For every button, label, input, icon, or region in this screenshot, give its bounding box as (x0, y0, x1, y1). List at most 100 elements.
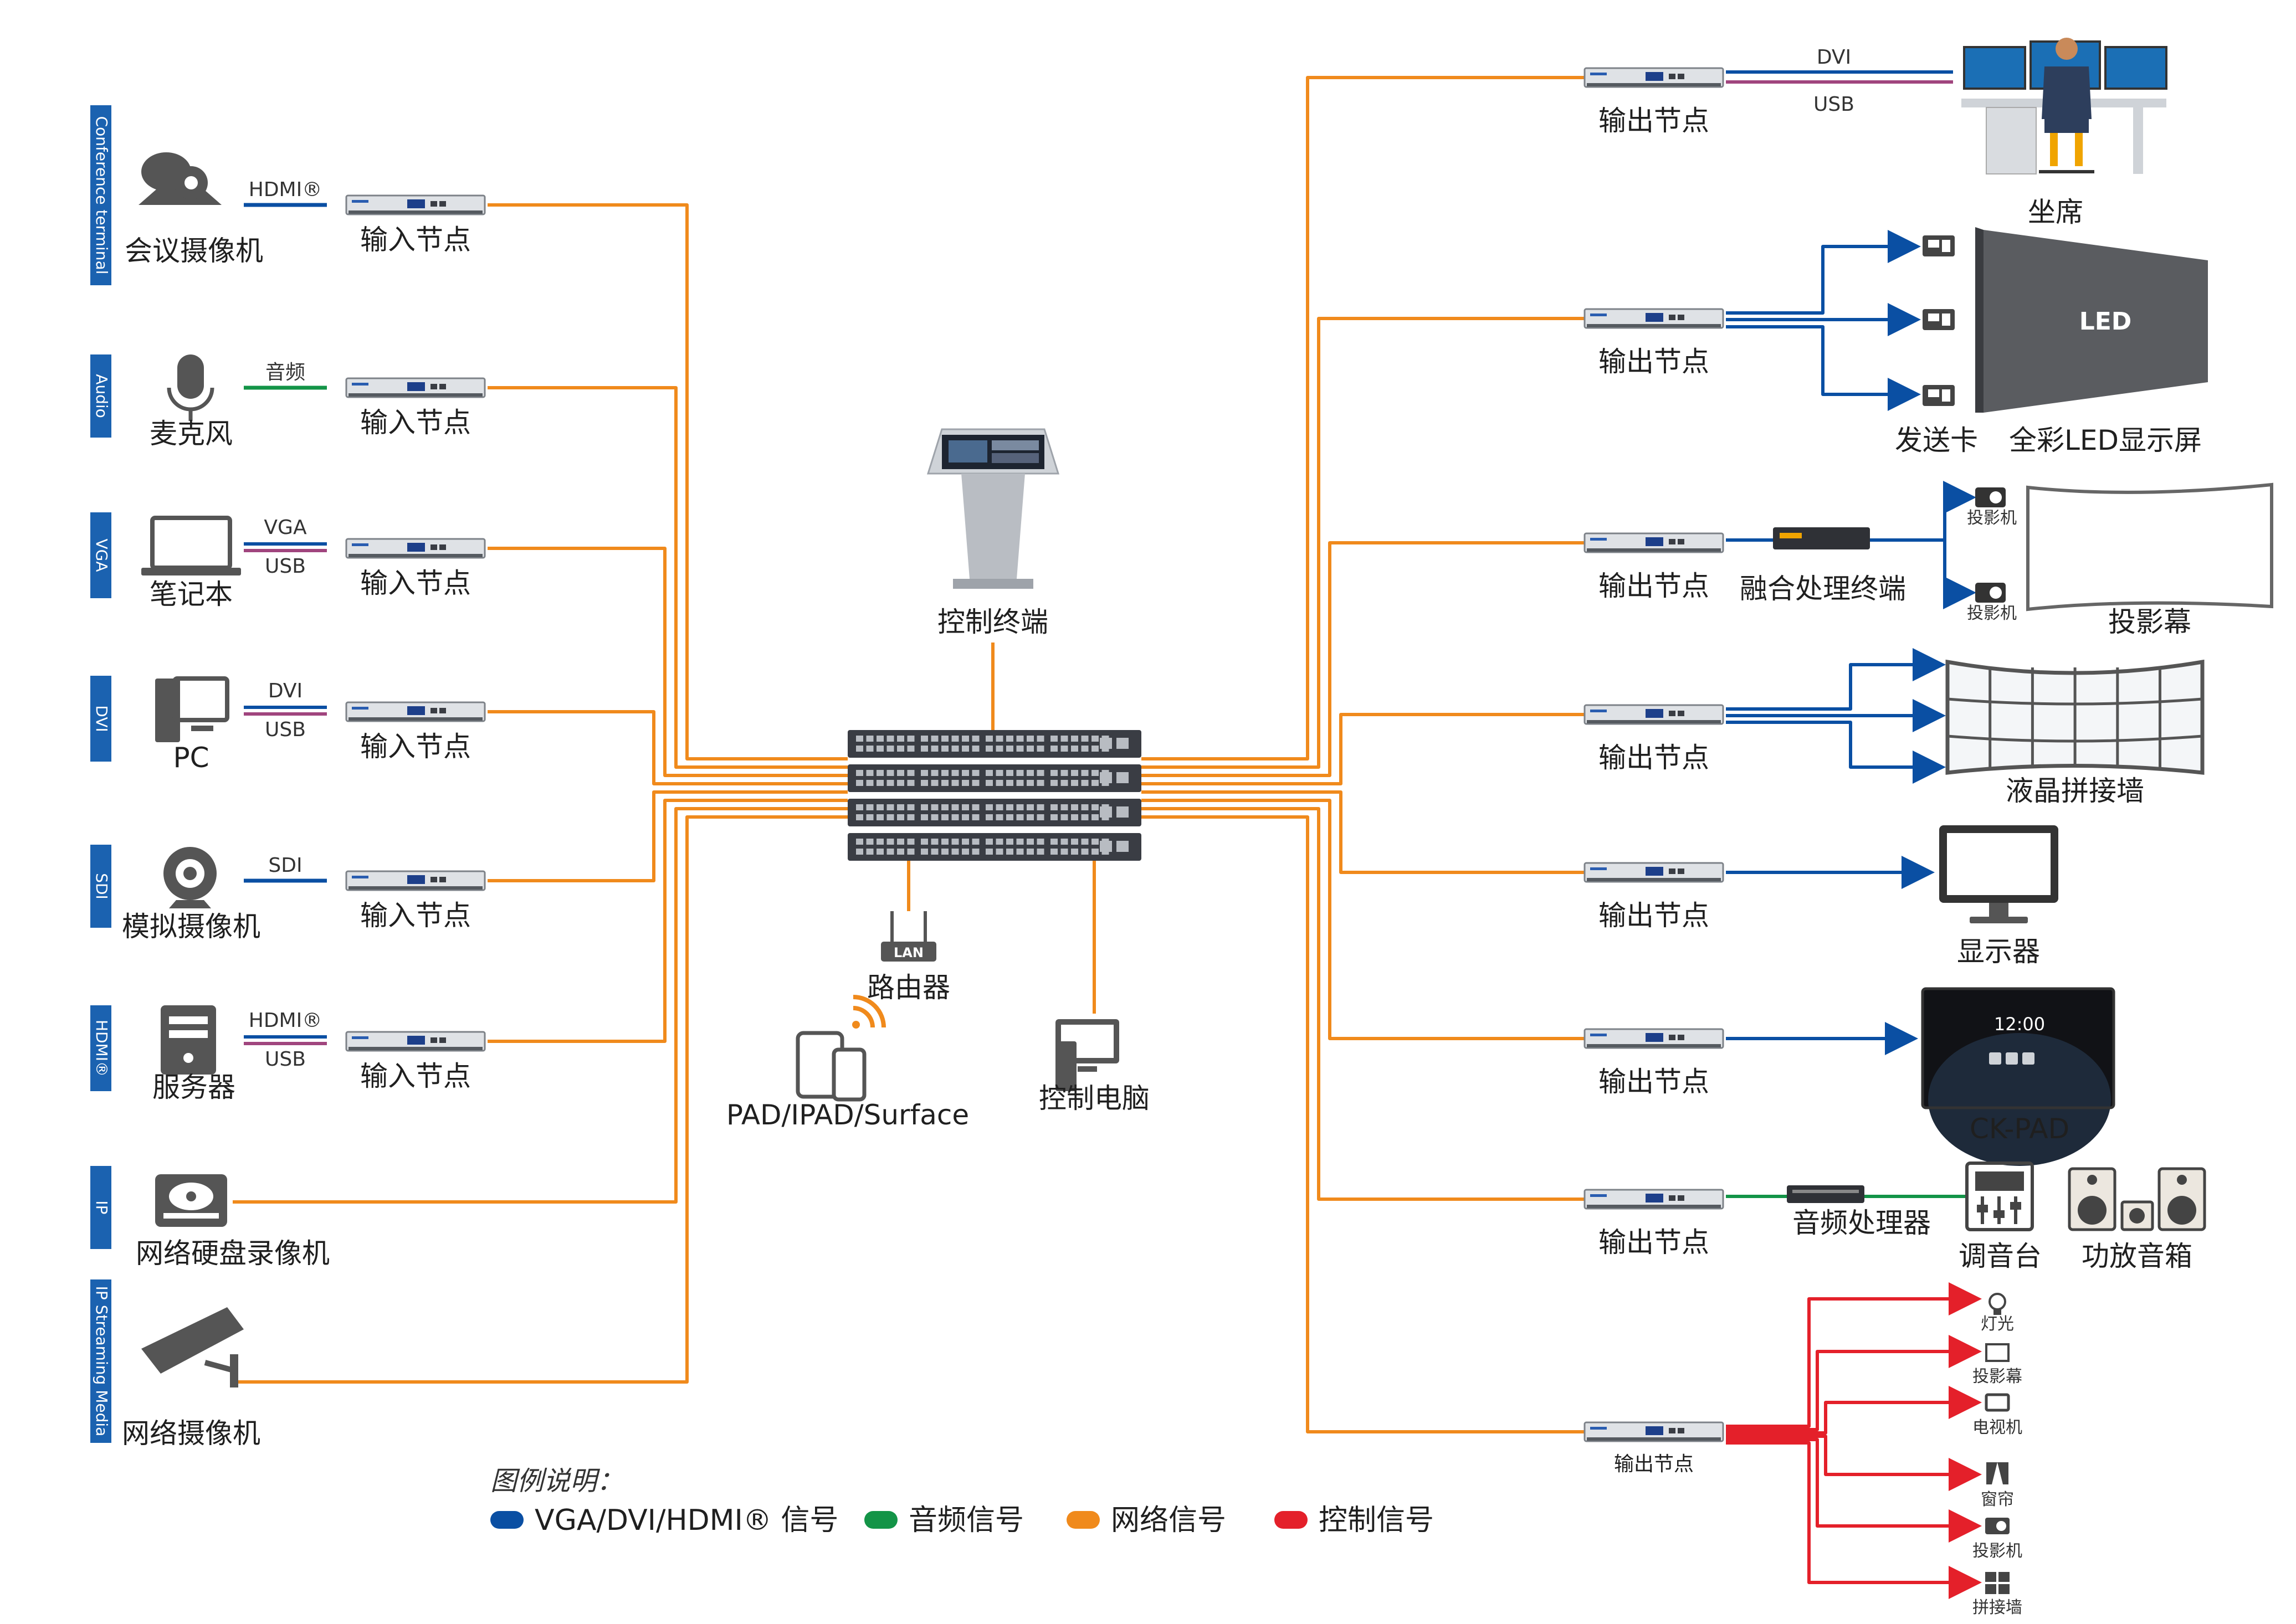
input-device-label: 麦克风 (150, 418, 233, 450)
legend-label: 音频信号 (909, 1504, 1024, 1537)
legend-title: 图例说明： (490, 1466, 623, 1497)
control-line (1726, 1438, 1982, 1543)
legend-item: 音频信号 (864, 1504, 1024, 1537)
speaker-icons (2068, 1167, 2206, 1231)
led-screen-label: 全彩LED显示屏 (2009, 424, 2202, 456)
control-line (1726, 1282, 1982, 1428)
mixer-icon (1965, 1162, 2034, 1231)
projector-label: 投影机 (1967, 508, 2017, 528)
pad-label: PAD/IPAD/Surface (726, 1099, 969, 1131)
output-device-icons: LED (1773, 38, 2273, 1594)
legend-item: VGA/DVI/HDMI® 信号 (490, 1504, 838, 1537)
legend-swatch (864, 1511, 898, 1529)
tv-icon (1985, 1393, 2010, 1412)
category-label: IP (93, 1200, 111, 1214)
output-node-label: 输出节点 (1598, 346, 1709, 378)
led-screen-icon (1975, 227, 2208, 413)
control-item-label: 灯光 (1981, 1314, 2014, 1334)
output-node-box (1583, 862, 1724, 883)
monitor-icon (1939, 825, 2058, 923)
control-line (1726, 1386, 1982, 1435)
output-trunk (1141, 317, 1585, 769)
signal-label: HDMI® (249, 1009, 322, 1032)
category-label: SDI (93, 873, 111, 900)
router-icon: LAN (881, 911, 936, 962)
input-device-label: 模拟摄像机 (122, 911, 260, 943)
legend-label: 控制信号 (1319, 1504, 1434, 1537)
seat-signal-label: DVI (1817, 46, 1851, 69)
input-device-label: PC (173, 742, 209, 774)
network-trunk (488, 547, 848, 777)
input-node-label: 输入节点 (360, 731, 471, 763)
input-device-icons (139, 152, 244, 1387)
legend-swatch (490, 1511, 524, 1529)
input-device-label: 会议摄像机 (125, 235, 263, 267)
category-bar (90, 354, 111, 438)
projector-label: 投影机 (1967, 604, 2017, 623)
input-node-label: 输入节点 (360, 224, 471, 256)
input-device-label: 服务器 (152, 1071, 235, 1103)
output-trunk (1141, 807, 1585, 1201)
tablet-phone-icon (796, 995, 886, 1102)
network-trunk (233, 807, 848, 1204)
output-node-box (1583, 1028, 1724, 1049)
audio-processor-icon (1787, 1185, 1864, 1203)
input-node-box (345, 377, 486, 398)
category-label: DVI (93, 705, 111, 732)
ckpad-clock: 12:00 (1994, 1014, 2045, 1035)
input-node-label: 输入节点 (360, 567, 471, 599)
control-pc-label: 控制电脑 (1039, 1082, 1150, 1114)
lcd-line (1726, 648, 1946, 711)
control-item-label: 投影幕 (1972, 1367, 2022, 1386)
input-node-box (345, 1031, 486, 1052)
light-icon (1988, 1293, 2006, 1315)
connection-lines (233, 70, 1982, 1599)
output-trunk (1141, 815, 1585, 1433)
category-bar (90, 845, 111, 928)
speaker-label: 功放音箱 (2082, 1240, 2192, 1272)
output-trunk (1141, 541, 1585, 777)
router-label: 路由器 (867, 972, 950, 1004)
microphone-icon (167, 354, 214, 421)
projector-icons (1975, 487, 2006, 603)
led-line (1726, 230, 1921, 315)
fusion-line (1943, 540, 1976, 609)
input-node-label: 输入节点 (360, 1060, 471, 1092)
led-card-label: 发送卡 (1895, 424, 1978, 456)
output-node-box (1583, 532, 1724, 553)
signal-label: USB (265, 718, 306, 741)
category-bar (90, 1279, 111, 1443)
pc-icon (155, 676, 229, 742)
category-bar (90, 1005, 111, 1091)
control-item-label: 投影机 (1972, 1541, 2022, 1561)
legend-swatch (1067, 1511, 1100, 1529)
input-node-box (345, 538, 486, 559)
laptop-icon (141, 516, 241, 575)
network-trunk (488, 710, 848, 785)
input-device-label: 笔记本 (150, 578, 233, 610)
core-switch-stack (848, 730, 1141, 861)
network-trunk (488, 799, 848, 1043)
network-trunk (488, 386, 848, 769)
led-sending-cards (1923, 235, 1955, 406)
signal-label: DVI (268, 680, 303, 702)
legend-item: 网络信号 (1067, 1504, 1226, 1537)
monitor-label: 显示器 (1957, 936, 2040, 968)
output-trunk (1141, 790, 1585, 874)
lcd-wall-label: 液晶拼接墙 (2006, 775, 2144, 807)
video-wall-small-icon (1985, 1572, 2010, 1594)
output-node-label: 输出节点 (1598, 1066, 1709, 1098)
output-node-label: 输出节点 (1598, 570, 1709, 602)
projection-screen-label: 投影幕 (2108, 606, 2191, 638)
fusion-processor-icon (1773, 527, 1870, 549)
cctv-camera-icon (141, 1307, 244, 1387)
output-trunk (1141, 713, 1585, 785)
network-trunk (233, 815, 848, 1384)
signal-label: USB (265, 1048, 306, 1071)
category-label: Conference terminal (93, 116, 111, 275)
conference-camera-icon (139, 152, 222, 205)
fusion-processor-label: 融合处理终端 (1740, 573, 1906, 605)
output-node-label: 输出节点 (1598, 900, 1709, 932)
lcd-line (1726, 721, 1946, 784)
